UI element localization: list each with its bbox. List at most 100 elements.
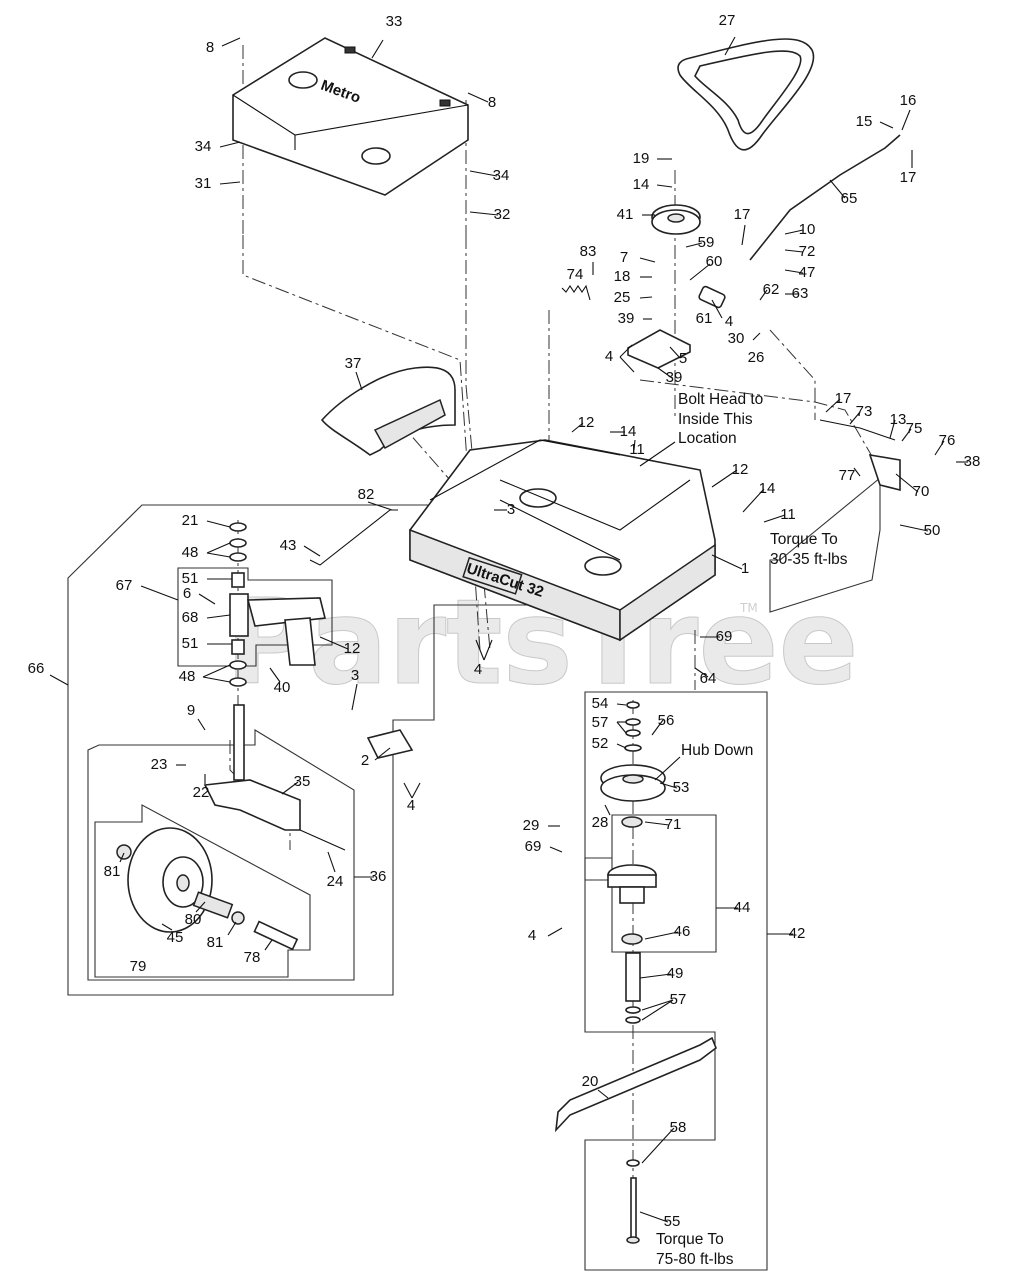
callout-34: 34	[493, 167, 510, 184]
svg-text:Bolt Head to: Bolt Head to	[678, 391, 763, 408]
callout-68: 68	[182, 609, 199, 626]
note-torque-30-35: Torque To 30-35 ft-lbs	[770, 531, 848, 568]
group-outline-hub	[584, 857, 612, 881]
svg-text:Torque To: Torque To	[770, 531, 838, 548]
callout-70: 70	[913, 483, 930, 500]
callout-60: 60	[706, 253, 723, 270]
callout-82: 82	[358, 486, 375, 503]
group-outline-79	[94, 804, 311, 978]
callout-73: 73	[856, 403, 873, 420]
callout-59: 59	[698, 234, 715, 251]
callout-51: 51	[182, 635, 199, 652]
callout-13: 13	[890, 411, 907, 428]
callout-31: 31	[195, 175, 212, 192]
callout-81: 81	[104, 863, 121, 880]
callout-4: 4	[407, 797, 415, 814]
callout-53: 53	[673, 779, 690, 796]
deck-cover: Metro	[232, 37, 469, 196]
callout-36: 36	[370, 868, 387, 885]
callout-4: 4	[605, 348, 613, 365]
callout-10: 10	[799, 221, 816, 238]
callout-8: 8	[488, 94, 496, 111]
callout-39: 39	[666, 369, 683, 386]
idler-bracket	[627, 329, 691, 369]
callout-5: 5	[679, 350, 687, 367]
svg-text:75-80 ft-lbs: 75-80 ft-lbs	[656, 1251, 734, 1268]
callout-20: 20	[582, 1073, 599, 1090]
callout-22: 22	[193, 784, 210, 801]
callout-75: 75	[906, 420, 923, 437]
callout-43: 43	[280, 537, 297, 554]
callout-46: 46	[674, 923, 691, 940]
callout-48: 48	[182, 544, 199, 561]
callout-79: 79	[130, 958, 147, 975]
svg-text:30-35 ft-lbs: 30-35 ft-lbs	[770, 551, 848, 568]
callout-23: 23	[151, 756, 168, 773]
callout-78: 78	[244, 949, 261, 966]
callout-55: 55	[664, 1213, 681, 1230]
callout-26: 26	[748, 349, 765, 366]
callout-28: 28	[592, 814, 609, 831]
callout-57: 57	[592, 714, 609, 731]
callout-80: 80	[185, 911, 202, 928]
callout-3: 3	[507, 501, 515, 518]
callout-63: 63	[792, 285, 809, 302]
callout-69: 69	[525, 838, 542, 855]
discharge-chute	[320, 366, 456, 456]
callout-11: 11	[780, 506, 796, 523]
callout-56: 56	[658, 712, 675, 729]
blade-bolt	[626, 1159, 640, 1244]
callout-12: 12	[732, 461, 749, 478]
callout-4: 4	[725, 313, 733, 330]
callout-25: 25	[614, 289, 631, 306]
note-hub-down: Hub Down	[681, 742, 753, 759]
callout-71: 71	[665, 816, 682, 833]
callout-14: 14	[633, 176, 650, 193]
callout-35: 35	[294, 773, 311, 790]
callout-14: 14	[759, 480, 776, 497]
callout-12: 12	[344, 640, 361, 657]
callout-49: 49	[667, 965, 684, 982]
callout-64: 64	[700, 670, 717, 687]
callout-42: 42	[789, 925, 806, 942]
callout-69: 69	[716, 628, 733, 645]
callout-27: 27	[719, 12, 736, 29]
phantom-line	[769, 329, 816, 420]
callout-9: 9	[187, 702, 195, 719]
callout-61: 61	[696, 310, 713, 327]
callout-45: 45	[167, 929, 184, 946]
callout-24: 24	[327, 873, 344, 890]
leader-lines	[49, 36, 968, 1223]
group-outline-42	[584, 691, 768, 1271]
callout-17: 17	[734, 206, 751, 223]
spindle-pulley	[600, 764, 666, 802]
idler-rod	[749, 134, 901, 261]
callout-74: 74	[567, 266, 584, 283]
callout-51: 51	[182, 570, 199, 587]
group-outline-67	[177, 567, 333, 667]
height-bracket	[366, 729, 414, 759]
phantom-line	[379, 399, 451, 481]
spindle-shaft	[625, 952, 641, 1002]
callout-3: 3	[351, 667, 359, 684]
callout-34: 34	[195, 138, 212, 155]
callout-40: 40	[274, 679, 291, 696]
callout-39: 39	[618, 310, 635, 327]
callout-17: 17	[835, 390, 852, 407]
svg-text:Inside This: Inside This	[678, 411, 753, 428]
caster-bushing-stack	[229, 522, 247, 687]
callout-52: 52	[592, 735, 609, 752]
callout-47: 47	[799, 264, 816, 281]
callout-18: 18	[614, 268, 631, 285]
callout-4: 4	[474, 661, 482, 678]
caster-fork	[203, 704, 346, 851]
note-torque-75-80: Torque To 75-80 ft-lbs	[656, 1231, 734, 1268]
callout-48: 48	[179, 668, 196, 685]
caster-arm	[229, 593, 326, 666]
tension-spring	[561, 284, 591, 301]
lift-rod	[819, 419, 896, 441]
watermark-tm: TM	[739, 601, 758, 615]
callout-2: 2	[361, 752, 369, 769]
callout-17: 17	[900, 169, 917, 186]
